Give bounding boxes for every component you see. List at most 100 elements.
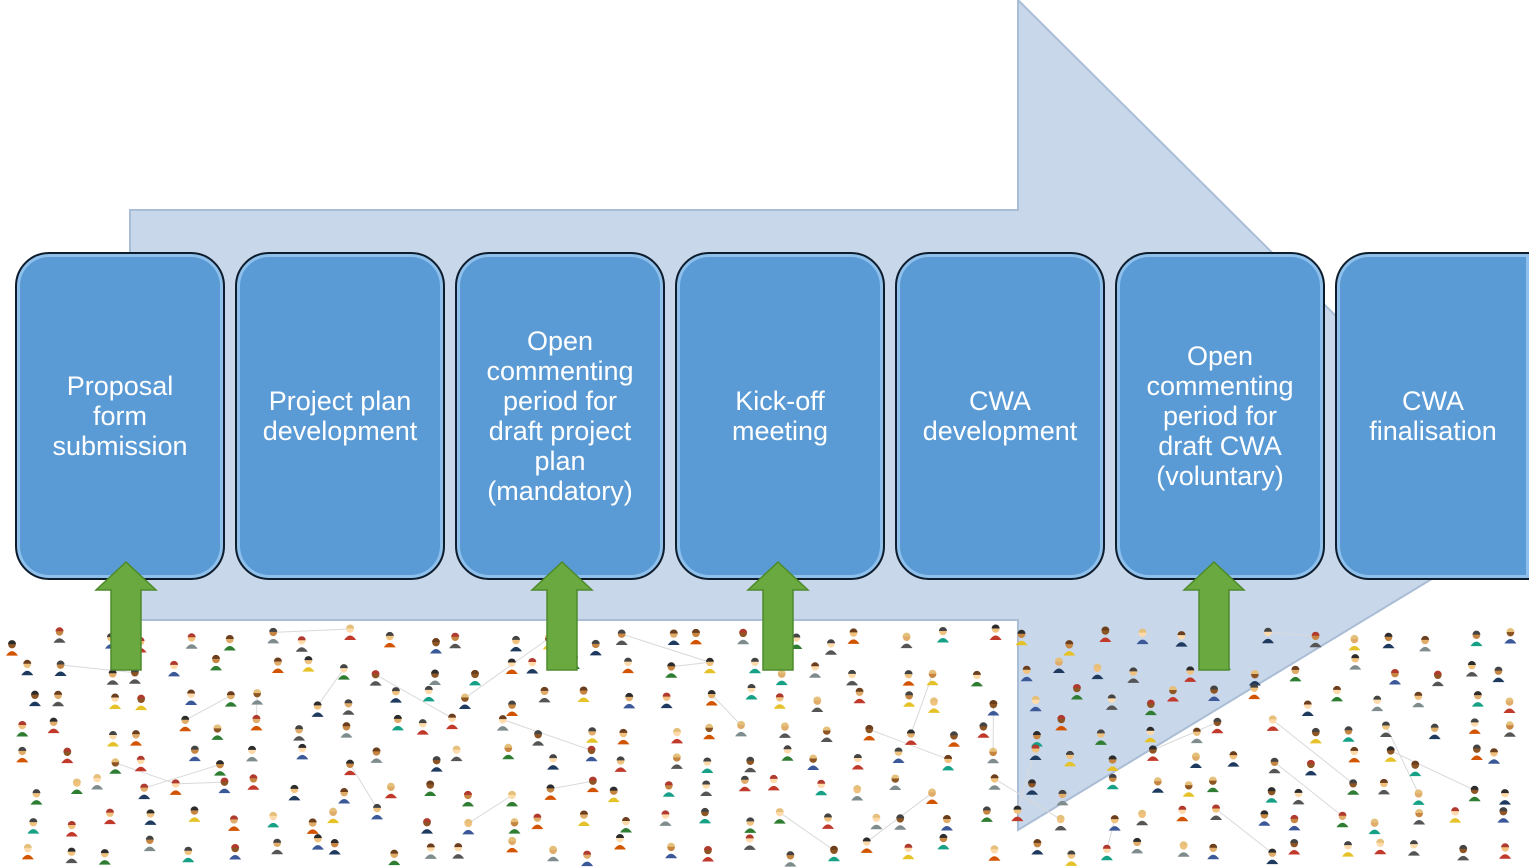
person-icon: [1457, 844, 1470, 861]
person-icon: [531, 813, 544, 830]
person-icon: [223, 634, 236, 651]
person-icon: [1177, 841, 1190, 857]
person-icon: [744, 817, 757, 833]
up-arrow-icon: [1182, 560, 1246, 671]
person-icon: [213, 760, 226, 776]
person-icon: [1497, 807, 1510, 823]
person-icon: [937, 833, 950, 850]
person-icon: [989, 624, 1002, 640]
person-icon: [1371, 695, 1384, 712]
step-label: CWA finalisation: [1369, 386, 1497, 446]
person-icon: [250, 714, 263, 731]
person-icon: [700, 780, 713, 796]
person-icon: [1054, 814, 1067, 831]
person-icon: [182, 846, 195, 863]
person-icon: [1206, 776, 1219, 793]
person-icon: [271, 838, 284, 855]
person-icon: [824, 639, 837, 655]
network-link: [144, 764, 221, 789]
person-icon: [773, 693, 786, 709]
network-link: [60, 664, 135, 674]
person-icon: [224, 691, 237, 707]
person-icon: [1465, 661, 1478, 677]
person-icon: [1261, 627, 1274, 644]
person-icon: [1407, 840, 1420, 856]
person-icon: [1265, 787, 1278, 803]
person-icon: [1146, 745, 1159, 761]
person-icon: [430, 756, 443, 772]
person-icon: [450, 745, 463, 762]
network-link: [1272, 719, 1354, 785]
step-box-cwa-development: CWA development: [895, 252, 1105, 580]
person-icon: [53, 627, 66, 643]
person-icon: [703, 723, 716, 740]
person-icon: [422, 685, 435, 702]
person-icon: [1176, 805, 1189, 822]
person-icon: [469, 669, 482, 686]
person-icon: [902, 670, 915, 686]
person-icon: [1301, 700, 1314, 717]
person-icon: [1384, 746, 1397, 762]
person-icon: [506, 790, 519, 807]
person-icon: [510, 635, 523, 652]
person-icon: [1348, 634, 1361, 651]
person-icon: [980, 806, 993, 822]
person-icon: [1207, 843, 1220, 860]
person-icon: [1268, 757, 1281, 774]
person-icon: [1100, 844, 1113, 861]
person-icon: [903, 691, 916, 707]
network-link: [994, 778, 1061, 820]
person-icon: [1377, 778, 1390, 795]
person-icon: [1175, 631, 1188, 647]
person-icon: [496, 715, 509, 731]
person-icon: [623, 692, 636, 709]
person-icon: [388, 849, 401, 866]
person-icon: [987, 747, 1000, 764]
person-icon: [1184, 666, 1197, 682]
person-icon: [1248, 670, 1261, 686]
person-icon: [1419, 635, 1432, 652]
person-icon: [807, 754, 820, 771]
person-icon: [1374, 838, 1387, 855]
person-icon: [940, 814, 953, 831]
person-icon: [1190, 727, 1203, 744]
network-link: [317, 668, 345, 707]
network-link: [502, 719, 592, 751]
person-icon: [458, 693, 471, 710]
person-icon: [892, 747, 905, 764]
person-icon: [970, 670, 983, 687]
person-icon: [1342, 726, 1355, 742]
person-icon: [16, 746, 29, 763]
person-icon: [1304, 759, 1317, 776]
network-link: [273, 628, 351, 633]
person-icon: [1330, 685, 1343, 702]
step-label: Kick-off meeting: [731, 386, 829, 446]
person-icon: [21, 843, 34, 860]
person-icon: [1471, 691, 1484, 707]
person-icon: [1063, 640, 1076, 656]
person-icon: [745, 683, 758, 700]
step-label: Project plan development: [262, 386, 418, 446]
person-icon: [698, 807, 711, 824]
person-icon: [98, 849, 111, 865]
person-icon: [28, 690, 41, 707]
person-icon: [428, 669, 441, 686]
network-link: [1106, 819, 1116, 850]
network-link: [1215, 808, 1273, 854]
person-icon: [1413, 808, 1426, 825]
person-icon: [109, 693, 122, 710]
person-icon: [446, 713, 459, 730]
person-icon: [1449, 807, 1462, 823]
person-icon: [1227, 751, 1240, 767]
person-icon: [821, 813, 834, 829]
person-icon: [288, 784, 301, 801]
person-icon: [846, 669, 859, 686]
network-link: [464, 637, 550, 699]
person-icon: [506, 836, 519, 853]
person-icon: [416, 719, 429, 735]
person-icon: [144, 809, 157, 825]
person-icon: [424, 843, 437, 859]
network-link: [468, 794, 513, 824]
person-icon: [267, 811, 280, 828]
